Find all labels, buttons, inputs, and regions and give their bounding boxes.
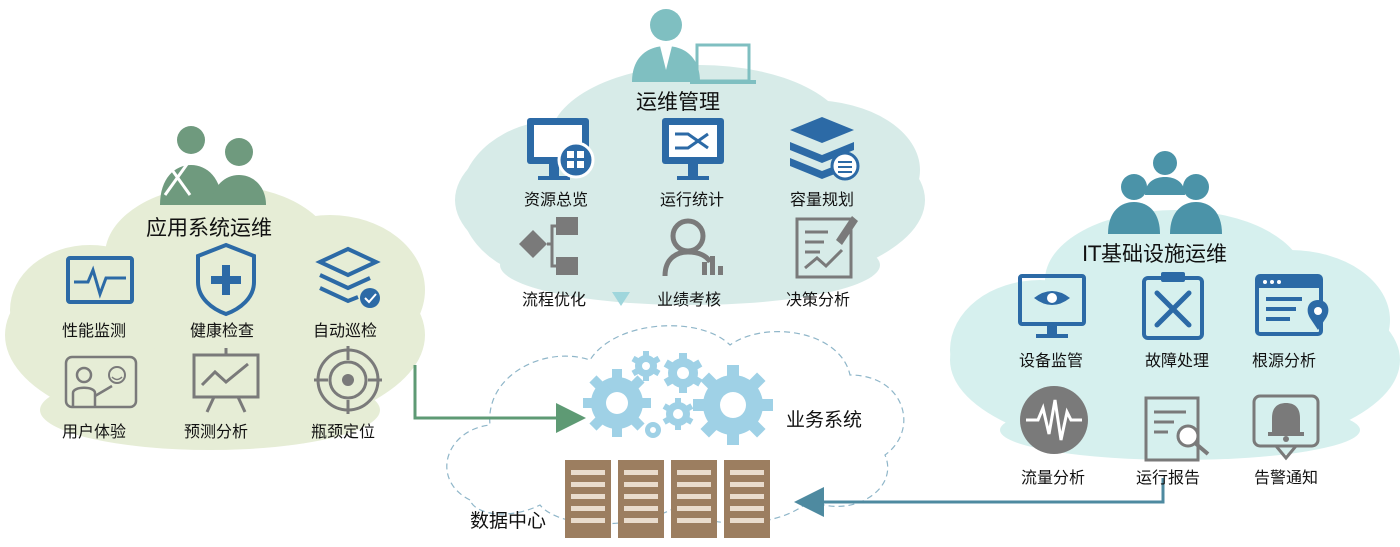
arrow-left-to-business: [413, 365, 586, 433]
left-item-label: 健康检查: [190, 321, 255, 340]
gears-icon: [583, 351, 773, 445]
right-item-label: 告警通知: [1254, 468, 1319, 487]
process-flow-icon: [519, 217, 578, 275]
center-item-label: 业绩考核: [657, 290, 722, 309]
left-item-label: 预测分析: [184, 422, 249, 441]
right-item-label: 根源分析: [1252, 351, 1317, 370]
center-item-label: 容量规划: [790, 190, 855, 209]
cloud-left: [5, 185, 425, 450]
business-system-label: 业务系统: [786, 409, 863, 431]
center-item-label: 决策分析: [786, 290, 851, 309]
center-title: 运维管理: [636, 90, 720, 114]
app-team-icon: [160, 126, 266, 205]
shield-plus-icon: [196, 242, 256, 317]
left-item-label: 用户体验: [62, 422, 127, 441]
layers-settings-icon: [790, 117, 860, 181]
arrow-right-to-datacenter: [794, 478, 1165, 517]
document-pen-icon: [795, 216, 858, 279]
bell-icon: [1252, 394, 1320, 461]
left-item-label: 瓶颈定位: [311, 422, 376, 441]
infra-team-icon: [1108, 151, 1222, 234]
user-presentation-icon: [64, 355, 138, 409]
left-item-label: 性能监测: [62, 321, 127, 340]
waveform-icon: [1020, 386, 1088, 454]
server-rack-icon: [565, 460, 770, 538]
right-item-label: 故障处理: [1145, 351, 1210, 370]
right-title: IT基础设施运维: [1082, 242, 1228, 266]
heartbeat-monitor-icon: [66, 256, 134, 304]
flow-monitor-icon: [662, 118, 724, 180]
datacenter-label: 数据中心: [470, 510, 547, 532]
browser-pin-icon: [1255, 274, 1329, 336]
layers-check-icon: [315, 246, 381, 308]
target-icon: [314, 346, 382, 414]
center-item-label: 流程优化: [522, 290, 587, 309]
right-item-label: 流量分析: [1021, 468, 1086, 487]
trend-board-icon: [192, 348, 260, 413]
pointer-triangle: [612, 292, 630, 306]
eye-monitor-icon: [1018, 274, 1086, 338]
monitor-grid-icon: [527, 118, 595, 180]
report-search-icon: [1144, 396, 1210, 462]
left-title: 应用系统运维: [146, 216, 272, 240]
person-chart-icon: [662, 218, 723, 277]
center-item-label: 运行统计: [660, 190, 725, 209]
repair-clipboard-icon: [1142, 272, 1204, 340]
left-item-label: 自动巡检: [313, 321, 378, 340]
center-item-label: 资源总览: [524, 190, 589, 209]
right-item-label: 设备监管: [1019, 351, 1084, 370]
manager-laptop-icon: [632, 9, 756, 84]
right-item-label: 运行报告: [1136, 468, 1201, 487]
